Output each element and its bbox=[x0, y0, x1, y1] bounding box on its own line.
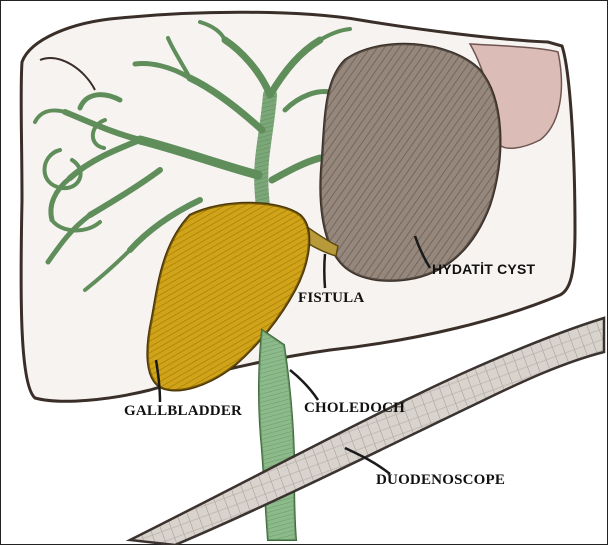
choledoch-duct-tint bbox=[259, 330, 296, 540]
leader-line-choledoch bbox=[290, 370, 318, 400]
label-fistula: FISTULA bbox=[298, 291, 364, 306]
label-gallbladder: GALLBLADDER bbox=[124, 404, 242, 419]
label-duodenoscope: DUODENOSCOPE bbox=[376, 473, 505, 488]
label-choledoch: CHOLEDOCH bbox=[304, 401, 405, 416]
leader-line-fistula bbox=[324, 254, 325, 288]
label-hydatid-cyst: HYDATİT CYST bbox=[432, 262, 535, 276]
